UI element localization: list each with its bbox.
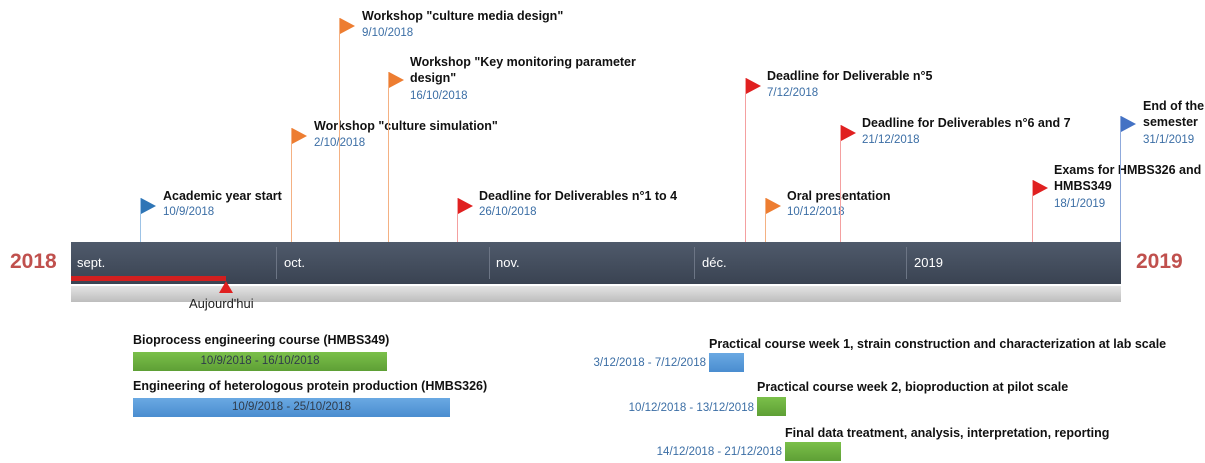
milestone-pole [745, 78, 746, 242]
month-label-oct: oct. [284, 255, 305, 270]
milestone-pole [765, 198, 766, 242]
orange-flag-icon [389, 72, 404, 88]
today-marker-icon [219, 281, 233, 293]
orange-flag-icon [766, 198, 781, 214]
milestone-title: Workshop "culture simulation" [314, 119, 498, 133]
month-label-dec: déc. [702, 255, 727, 270]
milestone-pole [1032, 180, 1033, 242]
task-bar: 10/9/2018 - 16/10/2018 [133, 352, 387, 371]
year-start-label: 2018 [10, 250, 57, 273]
task-title: Practical course week 1, strain construc… [709, 337, 1167, 351]
milestone-title: Deadline for Deliverables n°1 to 4 [479, 189, 678, 203]
task-title: Engineering of heterologous protein prod… [133, 379, 488, 393]
milestone-pole [339, 18, 340, 242]
blue-flag-icon [141, 198, 156, 214]
milestone-pole [1120, 116, 1121, 242]
milestone-pole [840, 125, 841, 242]
task-bar [757, 397, 786, 416]
milestone-title: Deadline for Deliverables n°6 and 7 [862, 116, 1071, 130]
milestone-date: 16/10/2018 [410, 90, 468, 102]
milestone-title: End of the semester [1143, 99, 1205, 129]
task-title: Final data treatment, analysis, interpre… [785, 426, 1110, 440]
month-label-nov: nov. [496, 255, 520, 270]
milestone-date: 7/12/2018 [767, 87, 819, 99]
month-label-2019: 2019 [914, 255, 943, 270]
task-date-range: 3/12/2018 - 7/12/2018 [593, 357, 706, 369]
milestone-date: 9/10/2018 [362, 27, 414, 39]
milestone-pole [291, 128, 292, 242]
orange-flag-icon [340, 18, 355, 34]
milestone-pole [457, 198, 458, 242]
task-bar: 10/9/2018 - 25/10/2018 [133, 398, 450, 417]
orange-flag-icon [292, 128, 307, 144]
task-date-range: 10/9/2018 - 25/10/2018 [232, 401, 351, 413]
milestone-title: Academic year start [163, 189, 282, 203]
milestone-date: 26/10/2018 [479, 206, 537, 218]
month-separator [906, 247, 907, 279]
task-bar [785, 442, 841, 461]
today-label: Aujourd'hui [189, 296, 254, 311]
milestone-date: 21/12/2018 [862, 134, 920, 146]
milestone-title: Workshop "Key monitoring parameter desig… [410, 55, 636, 85]
timeline-shadow [71, 286, 1121, 302]
milestone-pole [140, 198, 141, 242]
milestone-date: 10/9/2018 [163, 206, 215, 218]
red-flag-icon [458, 198, 473, 214]
milestone-title: Deadline for Deliverable n°5 [767, 69, 933, 83]
milestone-title: Workshop "culture media design" [362, 9, 564, 23]
blue-flag-icon [1121, 116, 1136, 132]
milestone-title: Oral presentation [787, 189, 891, 203]
milestone-date: 10/12/2018 [787, 206, 845, 218]
task-title: Practical course week 2, bioproduction a… [757, 380, 1069, 394]
task-bar [709, 353, 744, 372]
task-date-range: 10/12/2018 - 13/12/2018 [628, 402, 754, 414]
milestone-date: 18/1/2019 [1054, 198, 1106, 210]
red-flag-icon [841, 125, 856, 141]
milestone-date: 31/1/2019 [1143, 134, 1195, 146]
red-flag-icon [746, 78, 761, 94]
timeline-axis: sept. oct. nov. déc. 2019 [71, 242, 1121, 284]
task-date-range: 10/9/2018 - 16/10/2018 [200, 355, 320, 367]
year-end-label: 2019 [1136, 250, 1183, 273]
milestone-title: Exams for HMBS326 and HMBS349 [1054, 163, 1202, 193]
month-separator [694, 247, 695, 279]
month-label-sept: sept. [77, 255, 106, 270]
month-separator [276, 247, 277, 279]
task-title: Bioprocess engineering course (HMBS349) [133, 333, 390, 347]
red-flag-icon [1033, 180, 1048, 196]
milestone-pole [388, 72, 389, 242]
elapsed-progress-bar [71, 276, 226, 281]
month-separator [489, 247, 490, 279]
task-date-range: 14/12/2018 - 21/12/2018 [656, 446, 782, 458]
